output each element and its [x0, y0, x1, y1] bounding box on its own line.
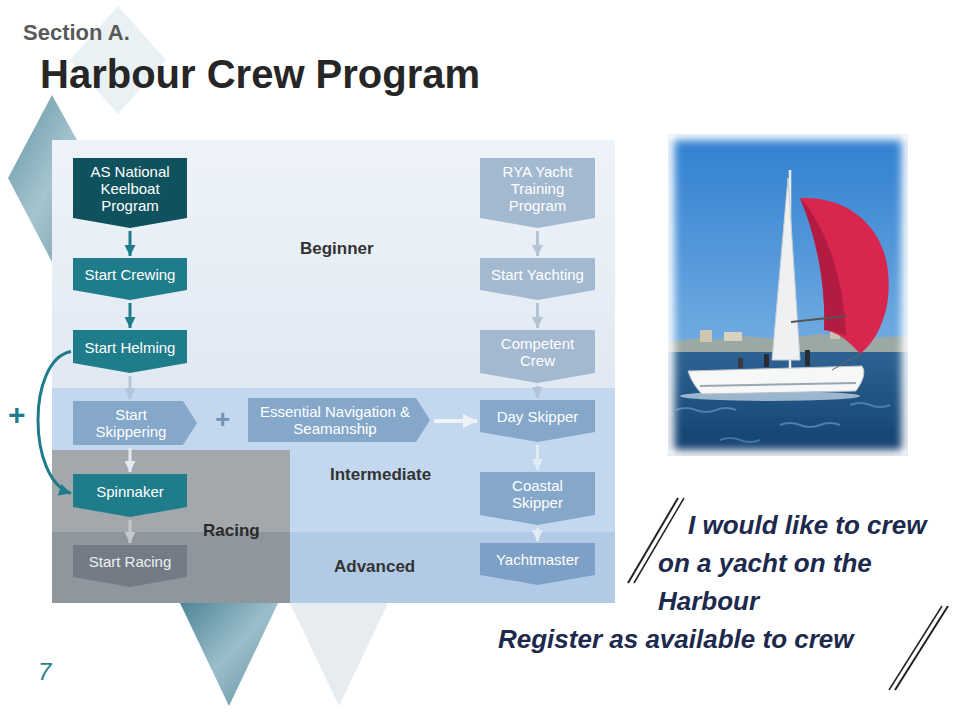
- box-label: Day Skipper: [497, 408, 579, 425]
- program-box: AS National Keelboat Program: [73, 158, 187, 228]
- photo-vignette: [668, 134, 908, 456]
- box-fill: [480, 472, 595, 525]
- step-box: Start Racing: [73, 545, 187, 587]
- crew-figure: [805, 350, 810, 366]
- plus-sign: +: [215, 404, 230, 435]
- step-box: Start Yachting: [480, 258, 595, 300]
- mainsail: [772, 178, 800, 360]
- hull: [688, 366, 864, 394]
- box-label: Start Racing: [89, 553, 172, 570]
- box-label: RYA Yacht Training Program: [488, 163, 587, 214]
- box-label: Competent Crew: [488, 335, 587, 369]
- step-box: Start Skippering: [73, 401, 197, 445]
- box-label: Start Helming: [85, 339, 176, 356]
- building: [700, 330, 712, 342]
- sheet: [832, 354, 860, 370]
- connector: [536, 445, 539, 470]
- step-box: Start Crewing: [73, 258, 187, 300]
- level-label: Intermediate: [330, 465, 431, 485]
- box-label: Start Yachting: [491, 266, 584, 283]
- step-box: Essential Navigation & Seamanship: [248, 398, 430, 442]
- box-fill: [480, 543, 595, 585]
- box-fill: [73, 258, 187, 300]
- box-fill: [73, 158, 187, 228]
- plus-sign: +: [8, 398, 26, 432]
- step-box: Yachtmaster: [480, 543, 595, 585]
- building: [724, 332, 742, 341]
- box-label: AS National Keelboat Program: [81, 163, 179, 214]
- program-box: RYA Yacht Training Program: [480, 158, 595, 228]
- hull-stripe: [700, 383, 856, 386]
- connector: [536, 231, 539, 256]
- level-label: Beginner: [300, 239, 374, 259]
- connector: [536, 303, 539, 328]
- box-label: Start Crewing: [85, 266, 176, 283]
- wave: [780, 423, 840, 427]
- level-label: Advanced: [334, 557, 415, 577]
- box-label: Start Skippering: [81, 406, 181, 440]
- sky: [668, 134, 908, 456]
- connector: [129, 448, 132, 472]
- connector: [129, 376, 132, 399]
- crew-figure: [738, 358, 743, 368]
- step-box: Day Skipper: [480, 400, 595, 442]
- box-fill: [73, 545, 187, 587]
- box-fill: [73, 401, 197, 445]
- connector: [38, 352, 71, 494]
- page-number: 7: [38, 658, 51, 686]
- sea-diamond: [180, 603, 278, 706]
- connector: [129, 231, 132, 256]
- spinnaker-pole: [791, 316, 846, 322]
- connector: [434, 419, 477, 423]
- box-fill: [73, 474, 187, 517]
- slide-title: Harbour Crew Program: [40, 52, 480, 97]
- wave: [676, 408, 736, 412]
- water: [668, 352, 908, 456]
- step-box: Spinnaker: [73, 474, 187, 517]
- quote-text: I would like to crew on a yacht on the H…: [658, 506, 933, 620]
- section-label: Section A.: [23, 20, 130, 46]
- spinnaker-shade: [800, 198, 846, 336]
- level-label: Racing: [203, 521, 260, 541]
- wave: [850, 403, 890, 407]
- box-fill: [480, 330, 595, 383]
- step-box: Start Helming: [73, 330, 187, 373]
- box-label: Yachtmaster: [496, 551, 579, 568]
- box-label: Coastal Skipper: [488, 477, 587, 511]
- racing-region: Racing SpinnakerStart Racing: [52, 450, 290, 603]
- box-fill: [248, 398, 430, 442]
- wave: [720, 438, 760, 442]
- spinnaker: [800, 198, 889, 354]
- box-fill: [73, 330, 187, 373]
- connector: [129, 303, 132, 328]
- step-box: Competent Crew: [480, 330, 595, 383]
- quote-slash: [895, 606, 948, 690]
- crew-figure: [764, 354, 769, 367]
- box-fill: [480, 258, 595, 300]
- box-fill: [480, 158, 595, 228]
- connector: [129, 520, 132, 543]
- step-box: Coastal Skipper: [480, 472, 595, 525]
- box-fill: [480, 400, 595, 442]
- connector: [536, 528, 539, 541]
- call-to-action: Register as available to crew: [498, 624, 854, 655]
- connector: [536, 386, 539, 398]
- box-label: Spinnaker: [96, 483, 164, 500]
- pale-diamond: [290, 603, 388, 706]
- yacht-photo: [668, 134, 908, 456]
- box-label: Essential Navigation & Seamanship: [256, 403, 414, 437]
- level-band: Beginner AS National Keelboat Program RYA …: [52, 140, 615, 388]
- quote-slash: [889, 606, 942, 690]
